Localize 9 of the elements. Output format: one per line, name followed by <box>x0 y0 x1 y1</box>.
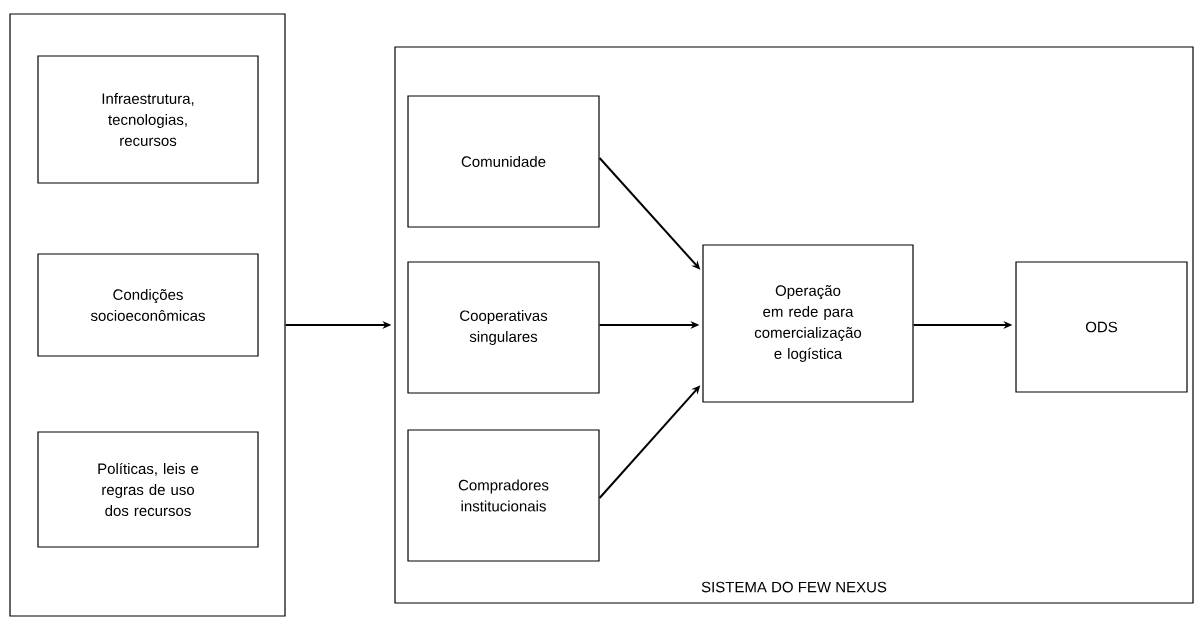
process-box: ODS <box>1015 261 1188 393</box>
process-box: Comunidade <box>407 95 600 228</box>
process-box: Operação em rede para comercialização e logística <box>702 244 914 403</box>
process-box: Cooperativas singulares <box>407 261 600 394</box>
container-box <box>9 13 286 617</box>
process-box: Compradores institucionais <box>407 429 600 562</box>
process-box: Infraestrutura, tecnologias, recursos <box>37 55 259 184</box>
process-box: Políticas, leis e regras de uso dos recursos <box>37 431 259 548</box>
process-box: Condições socioeconômicas <box>37 253 259 357</box>
